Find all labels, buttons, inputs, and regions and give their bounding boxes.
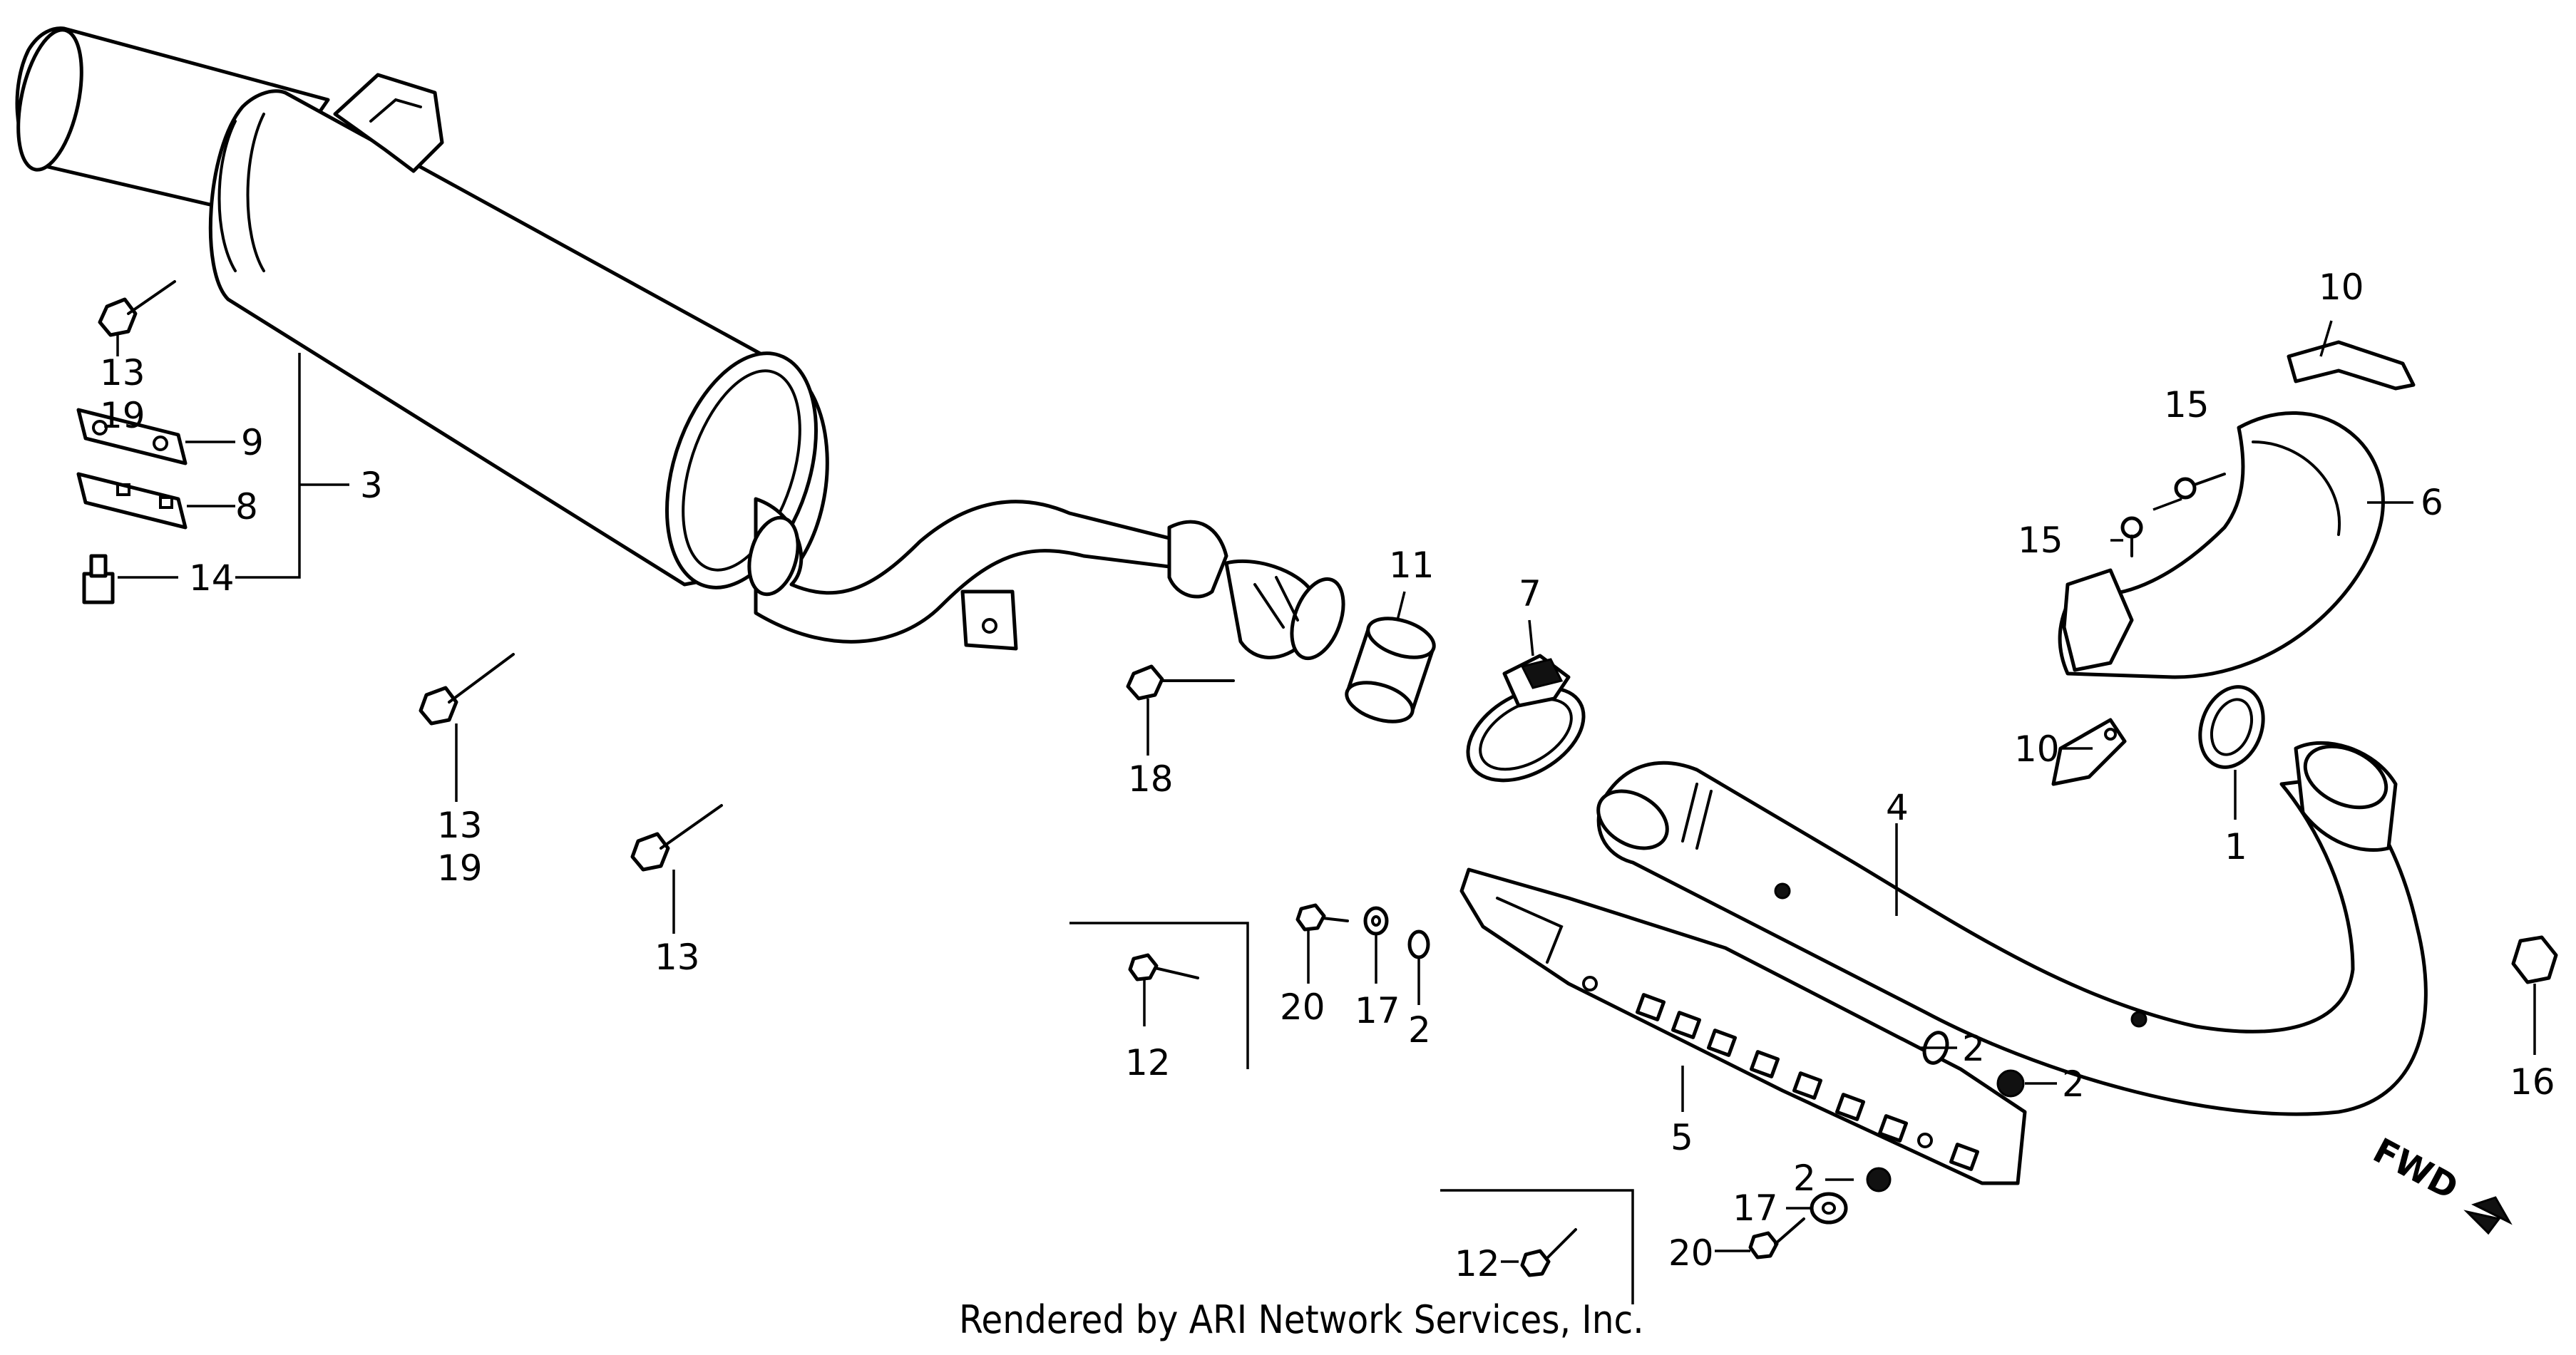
bolt-15-upper (2174, 473, 2226, 500)
callout-2-b: 2 (1962, 1028, 1985, 1069)
callout-16: 16 (2510, 1061, 2555, 1103)
callout-13-lower: 13 (655, 937, 700, 978)
callout-13-upper: 13 (100, 352, 145, 393)
callout-19-lower: 19 (437, 847, 483, 889)
callout-3: 3 (360, 465, 383, 506)
callout-2-d: 2 (1793, 1158, 1816, 1199)
fwd-arrow-icon (2463, 1196, 2513, 1235)
callout-6: 6 (2421, 482, 2443, 523)
bolt-20-upper (1295, 903, 1349, 932)
protector-vent-slots (1635, 993, 1980, 1171)
heat-guard (2058, 411, 2385, 679)
plate-9 (76, 408, 188, 465)
callout-5: 5 (1671, 1117, 1693, 1158)
callout-17-lower: 17 (1733, 1187, 1778, 1229)
fwd-label: FWD (2366, 1130, 2464, 1207)
callout-7: 7 (1519, 573, 1541, 614)
callout-10-upper: 10 (2319, 267, 2364, 308)
nut-2-c (1996, 1069, 2025, 1098)
callout-17-upper: 17 (1355, 990, 1400, 1031)
bolt-13-lower (630, 804, 723, 872)
callout-18: 18 (1128, 758, 1174, 800)
nut-2-a (1407, 929, 1430, 959)
callout-2-c: 2 (2062, 1063, 2085, 1105)
render-credit: Rendered by ARI Network Services, Inc. (959, 1297, 1644, 1342)
callout-12-upper: 12 (1125, 1042, 1171, 1083)
bolt-12-lower (1520, 1228, 1577, 1277)
guard-clamp-upper (2287, 340, 2416, 391)
bolt-18 (1126, 664, 1235, 701)
stud-14 (82, 554, 115, 604)
leader-lines (116, 320, 2536, 1304)
callout-8: 8 (235, 486, 258, 527)
bolt-12-upper (1128, 953, 1199, 982)
callout-13-middle: 13 (437, 805, 483, 846)
gasket-sleeve (1345, 617, 1436, 723)
bolt-13-upper (98, 280, 176, 337)
nut-16 (2511, 935, 2558, 984)
guard-clamp-lower (2051, 718, 2127, 786)
callout-19-upper: 19 (100, 395, 145, 436)
exhaust-pipe (1596, 741, 2428, 1116)
callout-4: 4 (1886, 787, 1909, 828)
callout-1: 1 (2225, 826, 2247, 867)
callout-15-lower: 15 (2018, 520, 2063, 561)
callout-labels: 13 19 9 8 3 14 13 19 13 18 11 7 12 20 17… (100, 267, 2555, 1284)
pipe-protector (1459, 867, 2027, 1185)
callout-15-upper: 15 (2164, 384, 2210, 426)
exhaust-gasket (2198, 685, 2265, 769)
callout-12-lower: 12 (1454, 1243, 1500, 1284)
band-clamp (1466, 654, 1586, 783)
bolt-13-middle (419, 653, 515, 726)
callout-9: 9 (241, 422, 264, 463)
washer-17-upper (1363, 906, 1389, 936)
callout-10-lower: 10 (2014, 728, 2060, 770)
muffler (15, 26, 1345, 661)
plate-8 (76, 472, 188, 530)
bolt-15-lower (2120, 516, 2143, 557)
bolt-20-lower (1748, 1217, 1805, 1259)
forward-direction-indicator: FWD (2366, 1130, 2513, 1235)
nut-2-d (1866, 1167, 1892, 1192)
washer-17-lower (1810, 1192, 1848, 1225)
callout-2-a: 2 (1408, 1009, 1431, 1051)
callout-14: 14 (189, 557, 235, 599)
callout-11: 11 (1389, 545, 1435, 586)
callout-20-lower: 20 (1668, 1232, 1714, 1274)
callout-20-upper: 20 (1280, 986, 1325, 1028)
